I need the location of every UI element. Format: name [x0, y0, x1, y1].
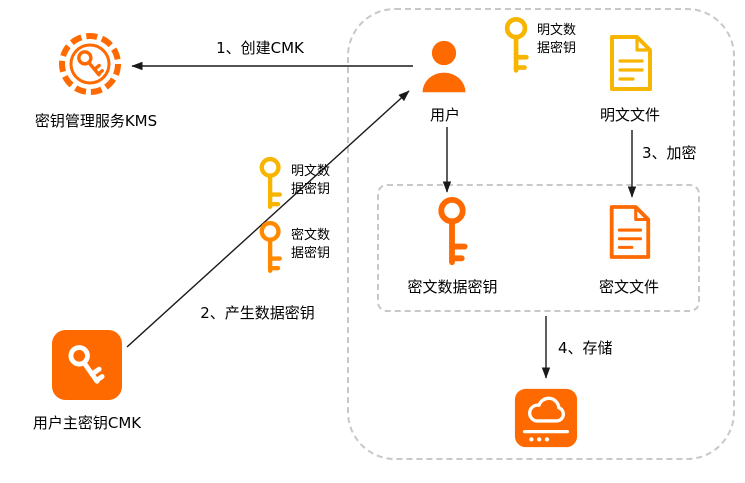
cmk-icon: [52, 330, 122, 400]
storage-icon: [512, 386, 580, 452]
cipher-file-label: 密文文件: [598, 278, 659, 296]
plain-data-key-note-mid-line1: 明文数: [291, 164, 331, 179]
user-label: 用户: [429, 106, 460, 124]
plain-data-key-icon-mid: [254, 156, 288, 212]
plain-file-icon: [604, 33, 656, 93]
plain-data-key-note-top-line2: 据密钥: [537, 41, 577, 56]
cipher-data-key-icon: [432, 196, 472, 268]
step4-label: 4、存储: [558, 339, 613, 357]
plain-data-key-icon-top: [500, 16, 534, 76]
cipher-data-key-note-mid: 密文数 据密钥: [291, 227, 330, 263]
cipher-data-key-note-mid-line2: 据密钥: [291, 246, 331, 261]
plain-data-key-note-top-line1: 明文数: [537, 23, 577, 38]
plain-data-key-note-mid: 明文数 据密钥: [291, 163, 330, 199]
kms-label: 密钥管理服务KMS: [34, 112, 158, 130]
kms-icon: [48, 24, 132, 108]
cipher-data-key-icon-mid: [254, 220, 288, 276]
plain-data-key-note-mid-line2: 据密钥: [291, 182, 331, 197]
cmk-label: 用户主密钥CMK: [32, 414, 142, 432]
cipher-data-key-label: 密文数据密钥: [407, 278, 498, 296]
plain-file-label: 明文文件: [599, 106, 660, 124]
cipher-file-icon: [604, 203, 654, 261]
user-icon: [416, 38, 472, 96]
plain-data-key-note-top: 明文数 据密钥: [537, 22, 576, 58]
step2-label: 2、产生数据密钥: [200, 304, 315, 322]
step1-label: 1、创建CMK: [216, 39, 304, 57]
cipher-data-key-note-mid-line1: 密文数: [291, 228, 331, 243]
step3-label: 3、加密: [642, 144, 697, 162]
